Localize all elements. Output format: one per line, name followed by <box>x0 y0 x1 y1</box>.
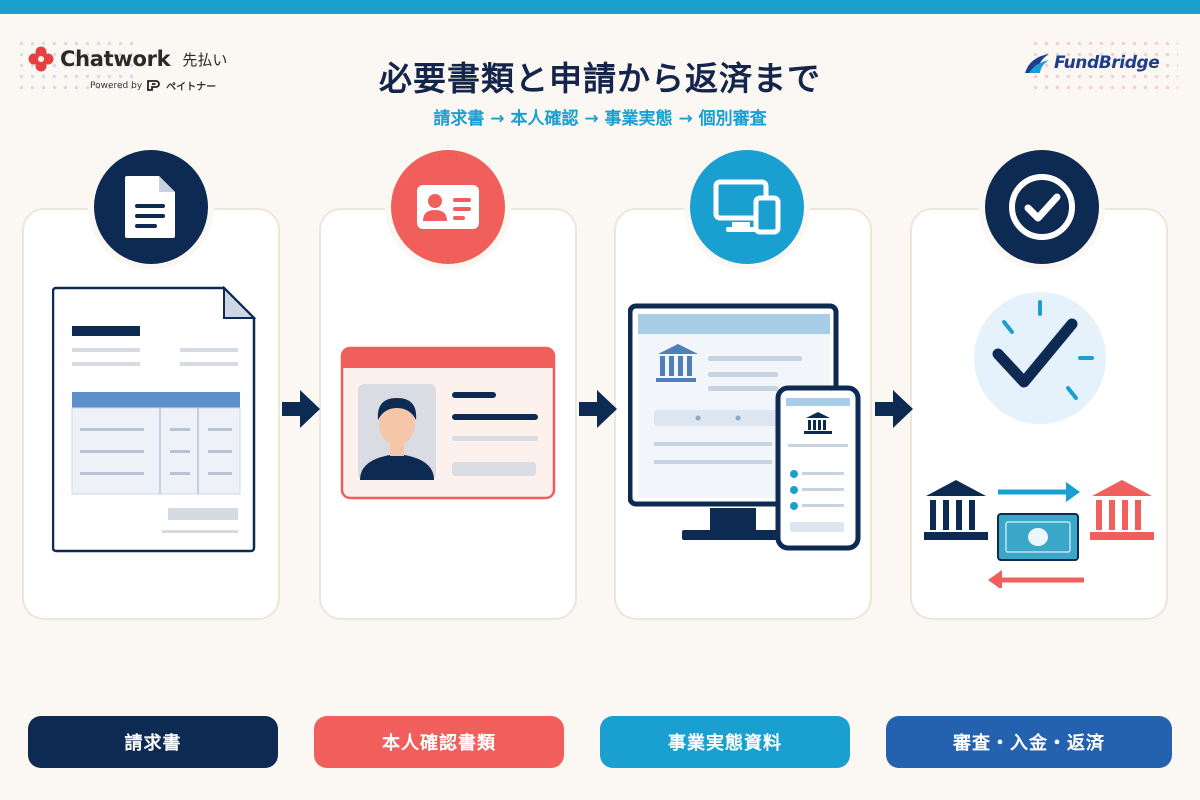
page-title: 必要書類と申請から返済まで <box>379 59 821 98</box>
badge-business <box>690 150 804 264</box>
dot-pattern-right <box>1030 38 1178 96</box>
powered-by-row: Powered by ペイトナー <box>90 78 227 93</box>
arrow-right-icon <box>579 390 617 428</box>
check-circle-icon <box>1009 174 1075 240</box>
fundbridge-wing-icon <box>1025 54 1049 73</box>
devices-illustration <box>628 303 861 551</box>
badge-review <box>985 150 1099 264</box>
devices-icon <box>713 179 781 235</box>
page-subtitle: 請求書 → 本人確認 → 事業実態 → 個別審査 <box>433 109 767 129</box>
id-card-icon <box>417 185 479 229</box>
step-label-invoice: 請求書 <box>28 716 278 768</box>
fundbridge-logo: FundBridge <box>1024 52 1160 74</box>
powered-by-text: Powered by <box>90 80 143 91</box>
partner-name: ペイトナー <box>166 82 217 93</box>
chatwork-logo: Chatwork 先払い Powered by ペイトナー <box>28 46 227 93</box>
chatwork-brand-name: Chatwork <box>60 47 171 71</box>
review-flow-illustration <box>924 292 1154 588</box>
badge-identity <box>391 150 505 264</box>
badge-invoice <box>94 150 208 264</box>
fundbridge-brand-name: FundBridge <box>1054 53 1160 73</box>
chatwork-flower-icon <box>28 46 54 72</box>
invoice-illustration <box>52 286 257 553</box>
step-label-business: 事業実態資料 <box>600 716 850 768</box>
arrow-right-icon <box>875 390 913 428</box>
id-card-illustration <box>340 346 556 500</box>
step-label-identity: 本人確認書類 <box>314 716 564 768</box>
arrow-right-icon <box>282 390 320 428</box>
step-label-review: 審査・入金・返済 <box>886 716 1172 768</box>
top-accent-bar <box>0 0 1200 14</box>
document-icon <box>125 176 175 238</box>
paytner-mark-icon <box>147 80 160 91</box>
chatwork-product-name: 先払い <box>182 50 228 69</box>
